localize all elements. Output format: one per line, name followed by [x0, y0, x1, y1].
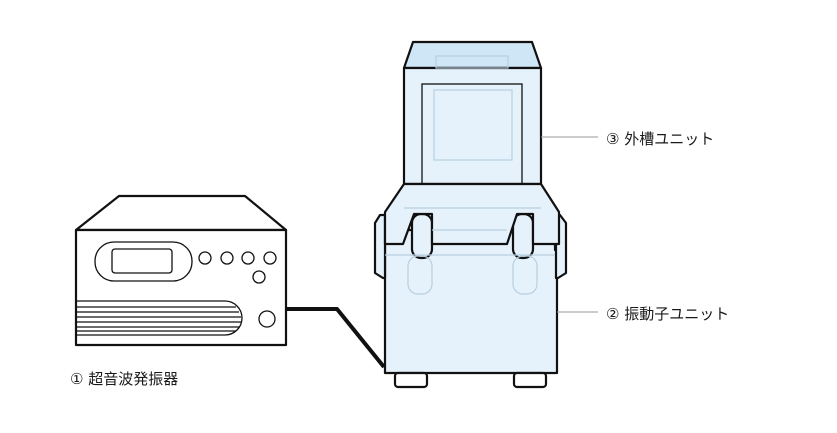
- connection-cable: [287, 307, 386, 369]
- outer-tank-unit: [383, 40, 561, 246]
- ultrasonic-generator: [74, 194, 288, 347]
- label-ultrasonic-generator: ① 超音波発振器: [70, 370, 179, 388]
- transducer-unit: [373, 212, 568, 389]
- label-outer-tank-unit: ③ 外槽ユニット: [606, 130, 715, 148]
- label-transducer-unit: ② 振動子ユニット: [606, 305, 730, 323]
